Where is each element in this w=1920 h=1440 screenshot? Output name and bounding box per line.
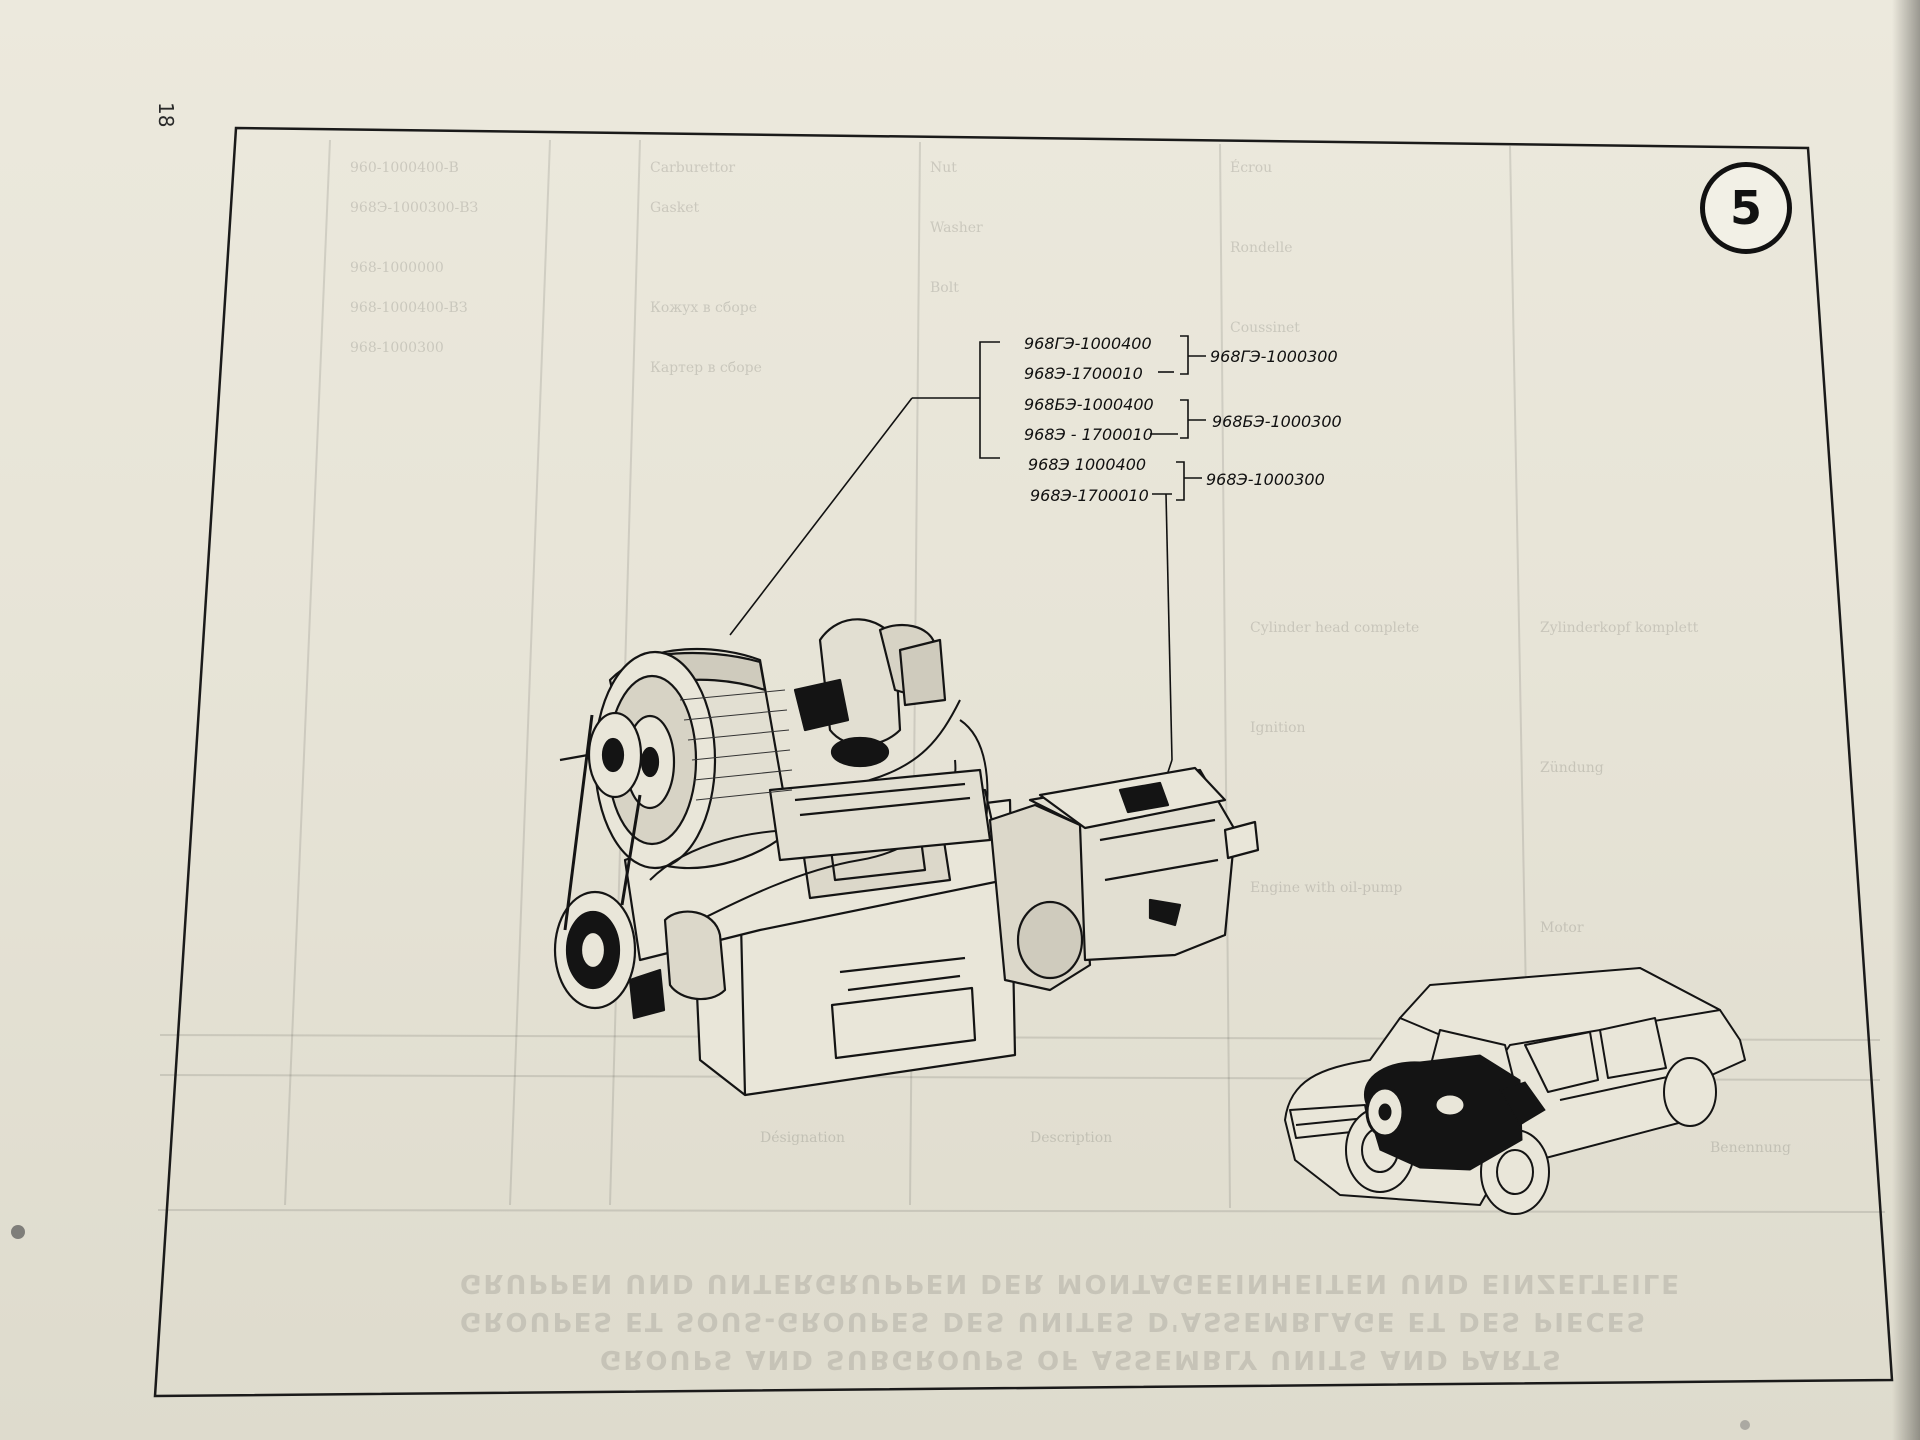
callout-part-968e-1700010-c: 968Э-1700010 (1030, 486, 1149, 505)
callout-part-968ge-1000400: 968ГЭ-1000400 (1024, 334, 1152, 353)
callout-part-968be-1000400: 968БЭ-1000400 (1024, 395, 1154, 414)
page-edge-shadow (1892, 0, 1920, 1440)
callout-assembly-968be-1000300: 968БЭ-1000300 (1212, 412, 1342, 431)
callout-part-968e-1700010-a: 968Э-1700010 (1024, 364, 1143, 383)
callout-assembly-968e-1000300: 968Э-1000300 (1206, 470, 1325, 489)
section-badge: 5 (1700, 162, 1792, 254)
callout-assembly-968ge-1000300: 968ГЭ-1000300 (1210, 347, 1338, 366)
callout-part-968e-1700010-b: 968Э - 1700010 (1024, 425, 1153, 444)
callout-part-968e-1000400: 968Э 1000400 (1028, 455, 1147, 474)
